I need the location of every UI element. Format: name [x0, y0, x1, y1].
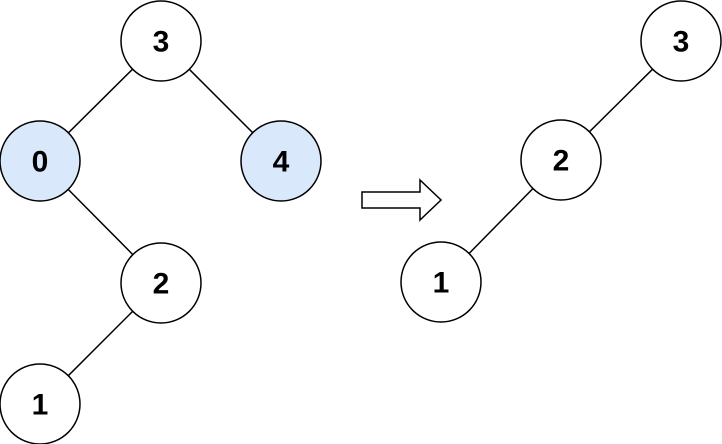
before_tree-node: 3: [120, 0, 202, 82]
node-label: 3: [153, 26, 170, 59]
after_tree-node: 1: [400, 241, 482, 323]
node-circle: [520, 119, 602, 201]
node-label: 3: [673, 26, 690, 59]
after_tree-node: 2: [520, 119, 602, 201]
node-label: 2: [153, 268, 170, 301]
highlighted-node-circle: [240, 120, 322, 202]
edges-layer: [67, 68, 654, 377]
before_tree-node: 1: [0, 363, 81, 444]
node-circle: [400, 241, 482, 323]
node-label: 1: [433, 267, 450, 300]
transform-arrow: [361, 178, 443, 222]
node-circle: [0, 363, 81, 444]
node-label: 0: [32, 146, 49, 179]
before_tree-node: 0: [0, 120, 81, 202]
node-circle: [640, 0, 722, 82]
before_tree-node: 2: [120, 242, 202, 324]
node-circle: [120, 0, 202, 82]
before_tree-edge: [67, 310, 134, 377]
node-label: 2: [553, 145, 570, 178]
before_tree-edge: [67, 188, 134, 256]
after_tree-edge: [468, 187, 534, 255]
before_tree-edge: [188, 68, 254, 134]
before_tree-edge: [67, 68, 134, 134]
node-label: 1: [32, 389, 49, 422]
node-label: 4: [273, 146, 290, 179]
right-arrow-icon: [361, 178, 443, 222]
after_tree-node: 3: [640, 0, 722, 82]
highlighted-node-circle: [0, 120, 81, 202]
after_tree-edge: [588, 68, 654, 133]
node-circle: [120, 242, 202, 324]
before_tree-node: 4: [240, 120, 322, 202]
